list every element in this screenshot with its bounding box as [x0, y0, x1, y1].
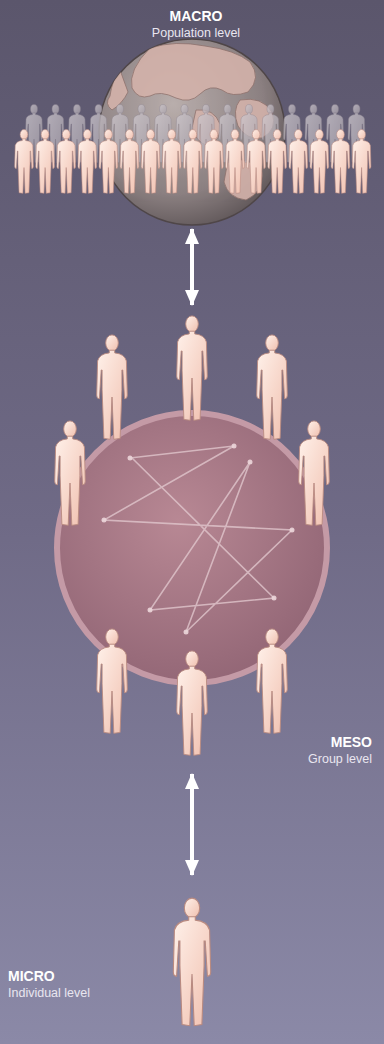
- person-figure: [78, 130, 97, 194]
- globe: [99, 39, 285, 225]
- person-figure: [177, 651, 208, 755]
- person-figure: [226, 130, 245, 194]
- individual-person: [173, 898, 210, 1026]
- person-figure: [205, 130, 224, 194]
- person-figure: [141, 130, 160, 194]
- person-figure: [247, 130, 266, 194]
- person-figure: [97, 335, 128, 439]
- person-figure: [183, 130, 202, 194]
- level-subtitle: Individual level: [8, 986, 90, 1001]
- person-figure: [177, 316, 208, 420]
- level-arrow: [190, 774, 194, 875]
- group-circle: [57, 413, 327, 683]
- person-figure: [268, 130, 287, 194]
- group-level: MESOGroup level: [0, 312, 384, 767]
- level-subtitle: Population level: [4, 26, 384, 41]
- person-figure: [289, 130, 308, 194]
- person-figure: [36, 130, 55, 194]
- person-figure: [99, 130, 118, 194]
- individual-level: MICROIndividual level: [0, 882, 384, 1042]
- level-title: MESO: [331, 734, 372, 751]
- group-members: [55, 316, 330, 755]
- person-figure: [299, 421, 330, 525]
- person-figure: [257, 629, 288, 733]
- person-figure: [352, 130, 371, 194]
- person-figure: [257, 335, 288, 439]
- person-figure: [57, 130, 76, 194]
- person-figure: [15, 130, 34, 194]
- person-figure: [310, 130, 329, 194]
- population-level: MACROPopulation level: [0, 0, 384, 222]
- level-subtitle: Group level: [308, 752, 372, 767]
- person-figure: [120, 130, 139, 194]
- person-figure: [331, 130, 350, 194]
- person-figure: [162, 130, 181, 194]
- person-figure: [55, 421, 86, 525]
- level-arrow: [190, 229, 194, 305]
- level-title: MACRO: [4, 8, 384, 25]
- level-title: MICRO: [8, 968, 55, 985]
- person-figure: [97, 629, 128, 733]
- population-front-row: [15, 130, 371, 194]
